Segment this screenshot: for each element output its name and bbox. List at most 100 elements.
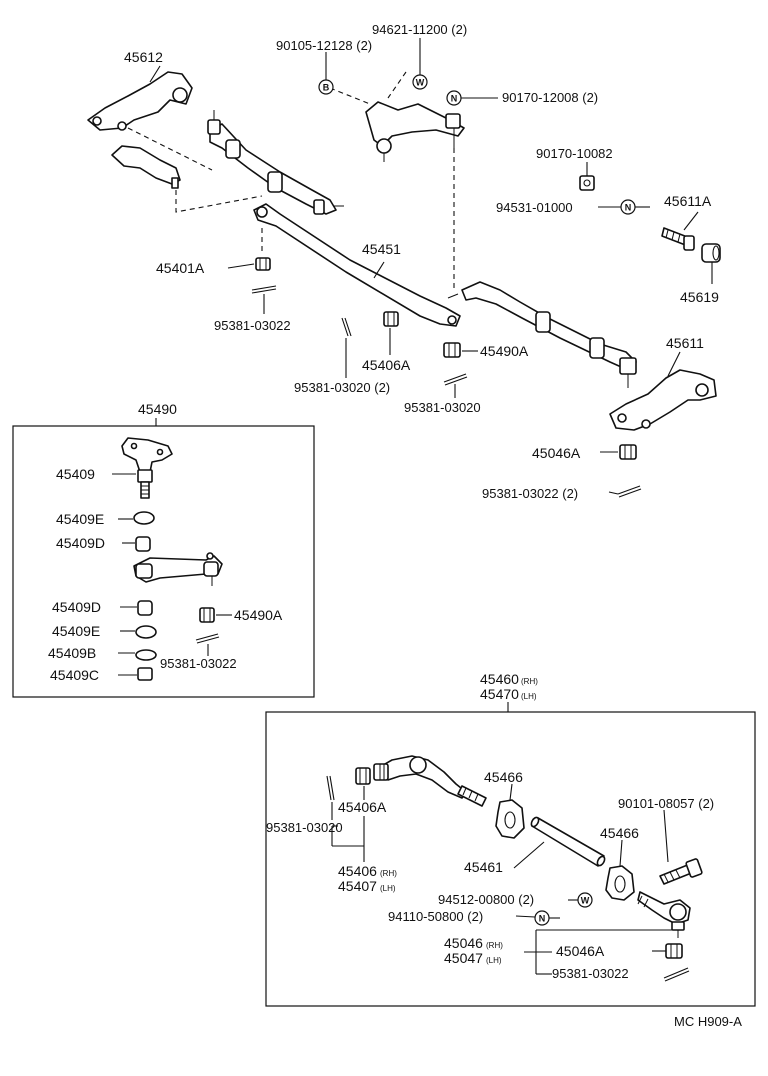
knuckle-arm-45611 — [609, 369, 717, 431]
cotter-pin-95381-03020-box — [326, 775, 335, 801]
label-94531-01000: 94531-01000 — [496, 200, 573, 215]
label-45461: 45461 — [464, 859, 503, 875]
adjusting-tube-45461 — [530, 816, 606, 867]
label-45490: 45490 — [138, 401, 177, 417]
label-95381-03022-2: 95381-03022 (2) — [482, 486, 578, 501]
dashed-leader-45612 — [127, 127, 213, 171]
label-45470: 45470 — [480, 686, 519, 702]
circle-symbol-w-bottom: W — [577, 892, 593, 908]
label-45409D-a: 45409D — [56, 535, 105, 551]
label-45046A-a: 45046A — [532, 445, 581, 461]
label-45451: 45451 — [362, 241, 401, 257]
symbol-n-label: N — [451, 94, 458, 104]
label-45612: 45612 — [124, 49, 163, 65]
label-45409: 45409 — [56, 466, 95, 482]
diagram-code: MC H909-A — [674, 1014, 742, 1029]
label-90170-10082: 90170-10082 — [536, 146, 613, 161]
washer-45409B — [135, 649, 157, 661]
castle-nut-45401A — [255, 257, 271, 271]
symbol-n-bottom-label: N — [539, 914, 546, 924]
label-45466-b: 45466 — [600, 825, 639, 841]
circle-symbol-n-mid: N — [620, 199, 636, 215]
label-45401A: 45401A — [156, 260, 205, 276]
idler-arm-45490-box — [133, 552, 223, 586]
bushing-45409D-b — [137, 600, 153, 616]
castle-nut-45406A-top — [383, 311, 399, 327]
label-95381-03020-a: 95381-03020 — [404, 400, 481, 415]
label-45460-rh: (RH) — [521, 677, 538, 686]
label-45409B: 45409B — [48, 645, 96, 661]
tie-rod-end-45046 — [637, 891, 691, 938]
circle-symbol-b: B — [318, 79, 334, 95]
label-45409E-b: 45409E — [52, 623, 100, 639]
bushing-45409E-b — [135, 625, 157, 639]
label-45409C: 45409C — [50, 667, 99, 683]
label-45466-a: 45466 — [484, 769, 523, 785]
idler-arm-lower-bracket — [111, 145, 181, 189]
castle-nut-45406A-box — [355, 767, 371, 785]
label-45490A-b: 45490A — [234, 607, 283, 623]
label-95381-03022-c: 95381-03022 — [552, 966, 629, 981]
label-95381-03020-2: 95381-03020 (2) — [294, 380, 390, 395]
cotter-pin-95381-03020-a — [443, 373, 468, 386]
label-45047: 45047 — [444, 950, 483, 966]
castle-nut-45046A-top — [619, 444, 637, 460]
nut-90170-10082 — [579, 175, 595, 191]
label-45460: 45460 — [480, 671, 519, 687]
symbol-b-label: B — [323, 83, 330, 93]
label-90101-08057: 90101-08057 (2) — [618, 796, 714, 811]
center-rod-45451 — [253, 203, 461, 327]
box-45460-leader-lines — [331, 783, 678, 975]
clamp-45466-a — [495, 799, 525, 839]
top-leader-lines — [149, 38, 713, 495]
label-45046: 45046 — [444, 935, 483, 951]
tie-rod-assembly-right — [447, 281, 637, 388]
label-45406-rh: (RH) — [380, 869, 397, 878]
label-95381-03020-b: 95381-03020 — [266, 820, 343, 835]
label-45490A-a: 45490A — [480, 343, 529, 359]
cotter-pin-95381-03022-a — [251, 285, 277, 294]
label-90105-12128: 90105-12128 (2) — [276, 38, 372, 53]
box-45490-leader-lines — [112, 473, 232, 676]
label-90170-12008: 90170-12008 (2) — [502, 90, 598, 105]
dashed-leader-94621 — [387, 71, 407, 99]
symbol-w-bottom-label: W — [581, 896, 590, 906]
label-45611: 45611 — [666, 335, 704, 351]
cotter-pin-95381-03022-2 — [617, 485, 642, 498]
cotter-pin-95381-03022-box — [195, 633, 220, 644]
castle-nut-45490A-top — [443, 342, 461, 358]
label-45406: 45406 — [338, 863, 377, 879]
label-45407-lh: (LH) — [380, 884, 396, 893]
cotter-pin-95381-03020-2 — [341, 317, 352, 337]
cotter-pin-95381-03022-box-c — [663, 967, 690, 982]
dashed-leader-45612-b — [175, 190, 263, 213]
label-45406A-a: 45406A — [362, 357, 411, 373]
label-45047-lh: (LH) — [486, 956, 502, 965]
bracket-45409 — [121, 437, 173, 499]
bushing-45619 — [701, 243, 721, 263]
box-45490 — [12, 425, 315, 698]
idler-arm-assembly-upper — [207, 110, 344, 215]
bushing-45409D-a — [135, 536, 151, 552]
label-94512-00800: 94512-00800 (2) — [438, 892, 534, 907]
label-45470-lh: (LH) — [521, 692, 537, 701]
label-95381-03022-b: 95381-03022 — [160, 656, 237, 671]
clamp-45466-b — [605, 865, 635, 901]
symbol-n-mid-label: N — [625, 203, 632, 213]
bushing-45409E-a — [133, 511, 155, 525]
castle-nut-45046A-box — [665, 943, 683, 959]
label-45409E-a: 45409E — [56, 511, 104, 527]
idler-arm-45490-top — [365, 101, 465, 162]
label-45046A-b: 45046A — [556, 943, 605, 959]
circle-symbol-n-bottom: N — [534, 910, 550, 926]
label-45406A-b: 45406A — [338, 799, 387, 815]
label-45409D-b: 45409D — [52, 599, 101, 615]
box-45460-45470 — [265, 711, 756, 1007]
label-45619: 45619 — [680, 289, 719, 305]
tie-rod-end-45406 — [373, 755, 487, 807]
circle-symbol-w-top: W — [412, 74, 428, 90]
nut-45409C — [137, 667, 153, 681]
bolt-45611A — [661, 227, 695, 251]
dashed-leader-90105 — [329, 87, 371, 105]
